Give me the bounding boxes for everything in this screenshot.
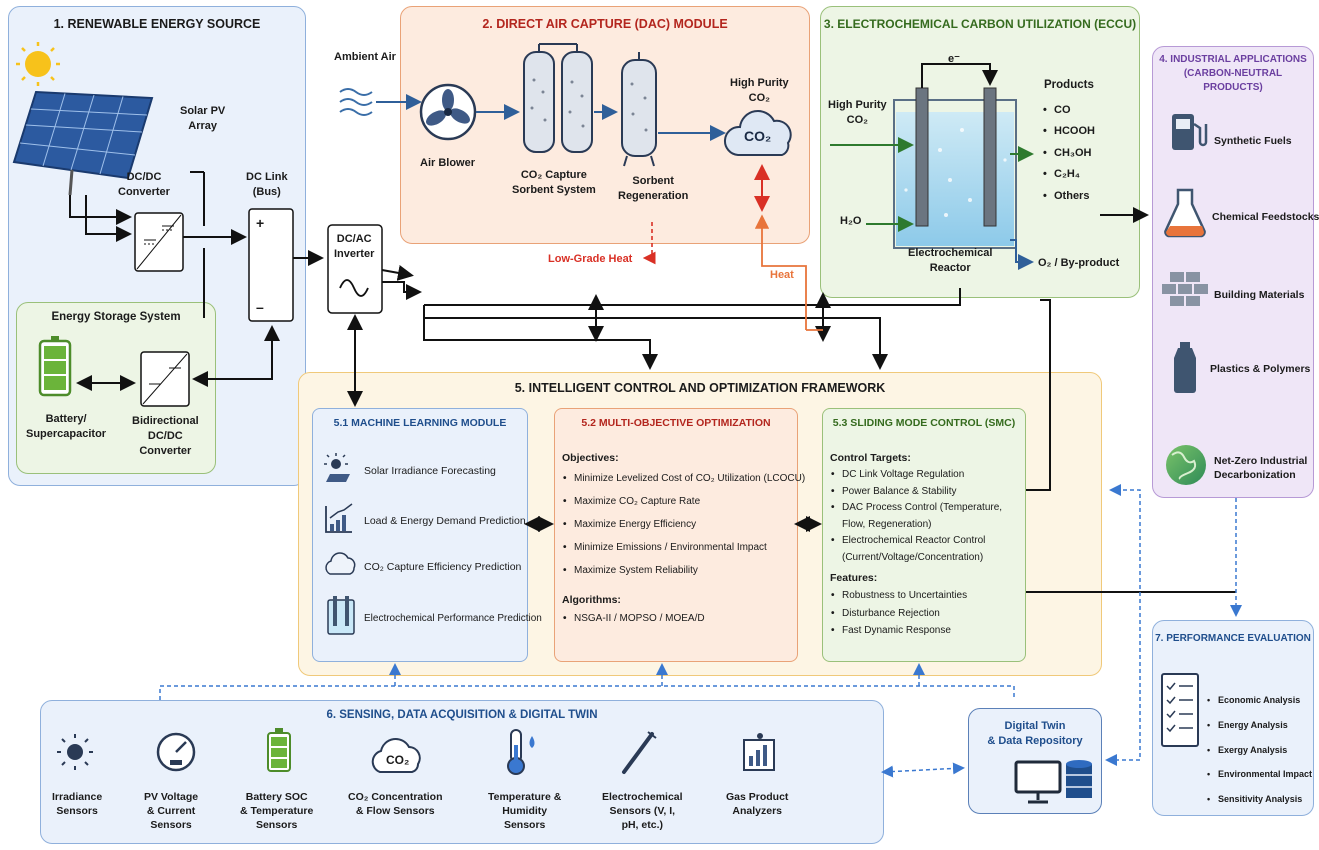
targets-label: Control Targets: — [830, 452, 911, 464]
dclink-minus: – — [256, 299, 264, 315]
performance-list: Economic Analysis Energy Analysis Exergy… — [1206, 688, 1312, 812]
sensor-co2-label: CO₂ Concentration & Flow Sensors — [348, 791, 443, 818]
sensor-electrochem-label: Electrochemical Sensors (V, I, pH, etc.) — [602, 791, 683, 832]
sensor-gas-label: Gas Product Analyzers — [726, 791, 789, 818]
o2-byproduct-label: O₂ / By-product — [1038, 257, 1120, 269]
performance-item: Exergy Analysis — [1206, 738, 1312, 763]
smc-title: 5.3 SLIDING MODE CONTROL (SMC) — [832, 417, 1016, 429]
performance-item: Energy Analysis — [1206, 713, 1312, 738]
dcdc-label: DC/DC Converter — [118, 171, 170, 198]
digital-twin-box: Digital Twin & Data Repository — [968, 708, 1102, 814]
moo-content: Objectives: Minimize Levelized Cost of C… — [562, 450, 805, 629]
performance-item: Economic Analysis — [1206, 688, 1312, 713]
target-item: Power Balance & Stability — [830, 484, 1026, 501]
industrial-item-chemical-feedstocks: Chemical Feedstocks — [1212, 211, 1319, 223]
objective-item: Maximize Energy Efficiency — [562, 513, 792, 536]
battery-label: Battery/ Supercapacitor — [26, 413, 107, 440]
low-grade-heat-label: Low-Grade Heat — [548, 253, 633, 265]
objective-item: Minimize Levelized Cost of CO₂ Utilizati… — [562, 467, 805, 490]
products-list: CO HCOOH CH₃OH C₂H₄ Others — [1042, 100, 1095, 208]
ml-item-electrochem: Electrochemical Performance Prediction — [364, 613, 542, 624]
algorithms-list: NSGA-II / MOPSO / MOEA/D — [562, 609, 792, 629]
industrial-title: 4. INDUSTRIAL APPLICATIONS (CARBON-NEUTR… — [1159, 54, 1307, 93]
feature-item: Disturbance Rejection — [830, 605, 1026, 623]
industrial-item-building-materials: Building Materials — [1214, 289, 1305, 301]
performance-title: 7. PERFORMANCE EVALUATION — [1155, 633, 1311, 644]
electron-label: e⁻ — [948, 53, 960, 65]
sensing-title: 6. SENSING, DATA ACQUISITION & DIGITAL T… — [326, 709, 598, 721]
targets-list: DC Link Voltage Regulation Power Balance… — [830, 467, 1026, 566]
co2-cloud-label: CO₂ — [744, 128, 772, 144]
renewable-title: 1. RENEWABLE ENERGY SOURCE — [53, 17, 261, 31]
sensor-temp-label: Temperature & Humidity Sensors — [488, 791, 562, 832]
dclink-label: DC Link (Bus) — [246, 171, 288, 198]
capture-label: CO₂ Capture Sorbent System — [512, 169, 596, 196]
inverter-label: DC/AC Inverter — [334, 233, 375, 260]
ambient-air-icon — [339, 88, 373, 116]
features-label: Features: — [830, 572, 878, 584]
algorithms-label: Algorithms: — [562, 594, 621, 606]
target-item: DC Link Voltage Regulation — [830, 467, 1026, 484]
sensor-battery-label: Battery SOC & Temperature Sensors — [240, 791, 314, 832]
objective-item: Minimize Emissions / Environmental Impac… — [562, 536, 792, 559]
ml-title: 5.1 MACHINE LEARNING MODULE — [333, 417, 507, 429]
energy-storage-title: Energy Storage System — [51, 311, 181, 323]
sensing-panel: 6. SENSING, DATA ACQUISITION & DIGITAL T… — [40, 700, 884, 844]
feature-item: Robustness to Uncertainties — [830, 587, 1026, 605]
performance-item: Environmental Impact — [1206, 762, 1312, 787]
target-item: Electrochemical Reactor Control (Current… — [830, 533, 1026, 566]
product-item: HCOOH — [1042, 121, 1095, 143]
eccu-title: 3. ELECTROCHEMICAL CARBON UTILIZATION (E… — [823, 17, 1137, 31]
product-item: Others — [1042, 186, 1095, 208]
industrial-item-net-zero: Net-Zero Industrial Decarbonization — [1214, 455, 1308, 482]
regen-label: Sorbent Regeneration — [618, 175, 689, 202]
product-item: C₂H₄ — [1042, 164, 1095, 186]
industrial-item-plastics: Plastics & Polymers — [1210, 363, 1311, 375]
ml-item-load: Load & Energy Demand Prediction — [364, 515, 526, 527]
product-item: CH₃OH — [1042, 143, 1095, 165]
reactor-label: Electrochemical Reactor — [908, 247, 993, 274]
product-item: CO — [1042, 100, 1095, 122]
objective-item: Maximize System Reliability — [562, 559, 792, 582]
bidirectional-label: Bidirectional DC/DC Converter — [132, 415, 199, 457]
high-purity-label: High Purity CO₂ — [730, 77, 789, 104]
moo-title: 5.2 MULTI-OBJECTIVE OPTIMIZATION — [581, 417, 771, 429]
algorithm-item: NSGA-II / MOPSO / MOEA/D — [562, 609, 792, 629]
ambient-air-label: Ambient Air — [334, 51, 396, 63]
dac-panel: 2. DIRECT AIR CAPTURE (DAC) MODULE — [400, 6, 810, 244]
control-title: 5. INTELLIGENT CONTROL AND OPTIMIZATION … — [514, 381, 886, 395]
dclink-plus: + — [256, 215, 265, 231]
eccu-input-co2-label: High Purity CO₂ — [828, 99, 887, 126]
solar-pv-label: Solar PV Array — [180, 105, 226, 132]
objective-item: Maximize CO₂ Capture Rate — [562, 490, 792, 513]
industrial-panel: 4. INDUSTRIAL APPLICATIONS (CARBON-NEUTR… — [1152, 46, 1314, 498]
sensor-co2-icon-text: CO₂ — [386, 753, 410, 767]
ml-item-co2: CO₂ Capture Efficiency Prediction — [364, 561, 522, 573]
feature-item: Fast Dynamic Response — [830, 622, 1026, 640]
sensor-pv-label: PV Voltage & Current Sensors — [144, 791, 199, 832]
dac-title: 2. DIRECT AIR CAPTURE (DAC) MODULE — [482, 17, 728, 31]
objectives-list: Minimize Levelized Cost of CO₂ Utilizati… — [562, 467, 805, 582]
industrial-item-synthetic-fuels: Synthetic Fuels — [1214, 135, 1292, 147]
target-item: DAC Process Control (Temperature, Flow, … — [830, 500, 1026, 533]
h2o-label: H₂O — [840, 215, 862, 227]
ml-item-solar: Solar Irradiance Forecasting — [364, 465, 496, 477]
products-title: Products — [1044, 79, 1094, 91]
sensor-irradiance-label: Irradiance Sensors — [52, 791, 103, 818]
features-list: Robustness to Uncertainties Disturbance … — [830, 587, 1026, 640]
performance-item: Sensitivity Analysis — [1206, 787, 1312, 812]
heat-label: Heat — [770, 269, 794, 281]
air-blower-label: Air Blower — [420, 157, 476, 169]
digital-twin-label: Digital Twin & Data Repository — [987, 720, 1083, 747]
objectives-label: Objectives: — [562, 452, 619, 464]
smc-content: Control Targets: DC Link Voltage Regulat… — [830, 450, 1026, 640]
